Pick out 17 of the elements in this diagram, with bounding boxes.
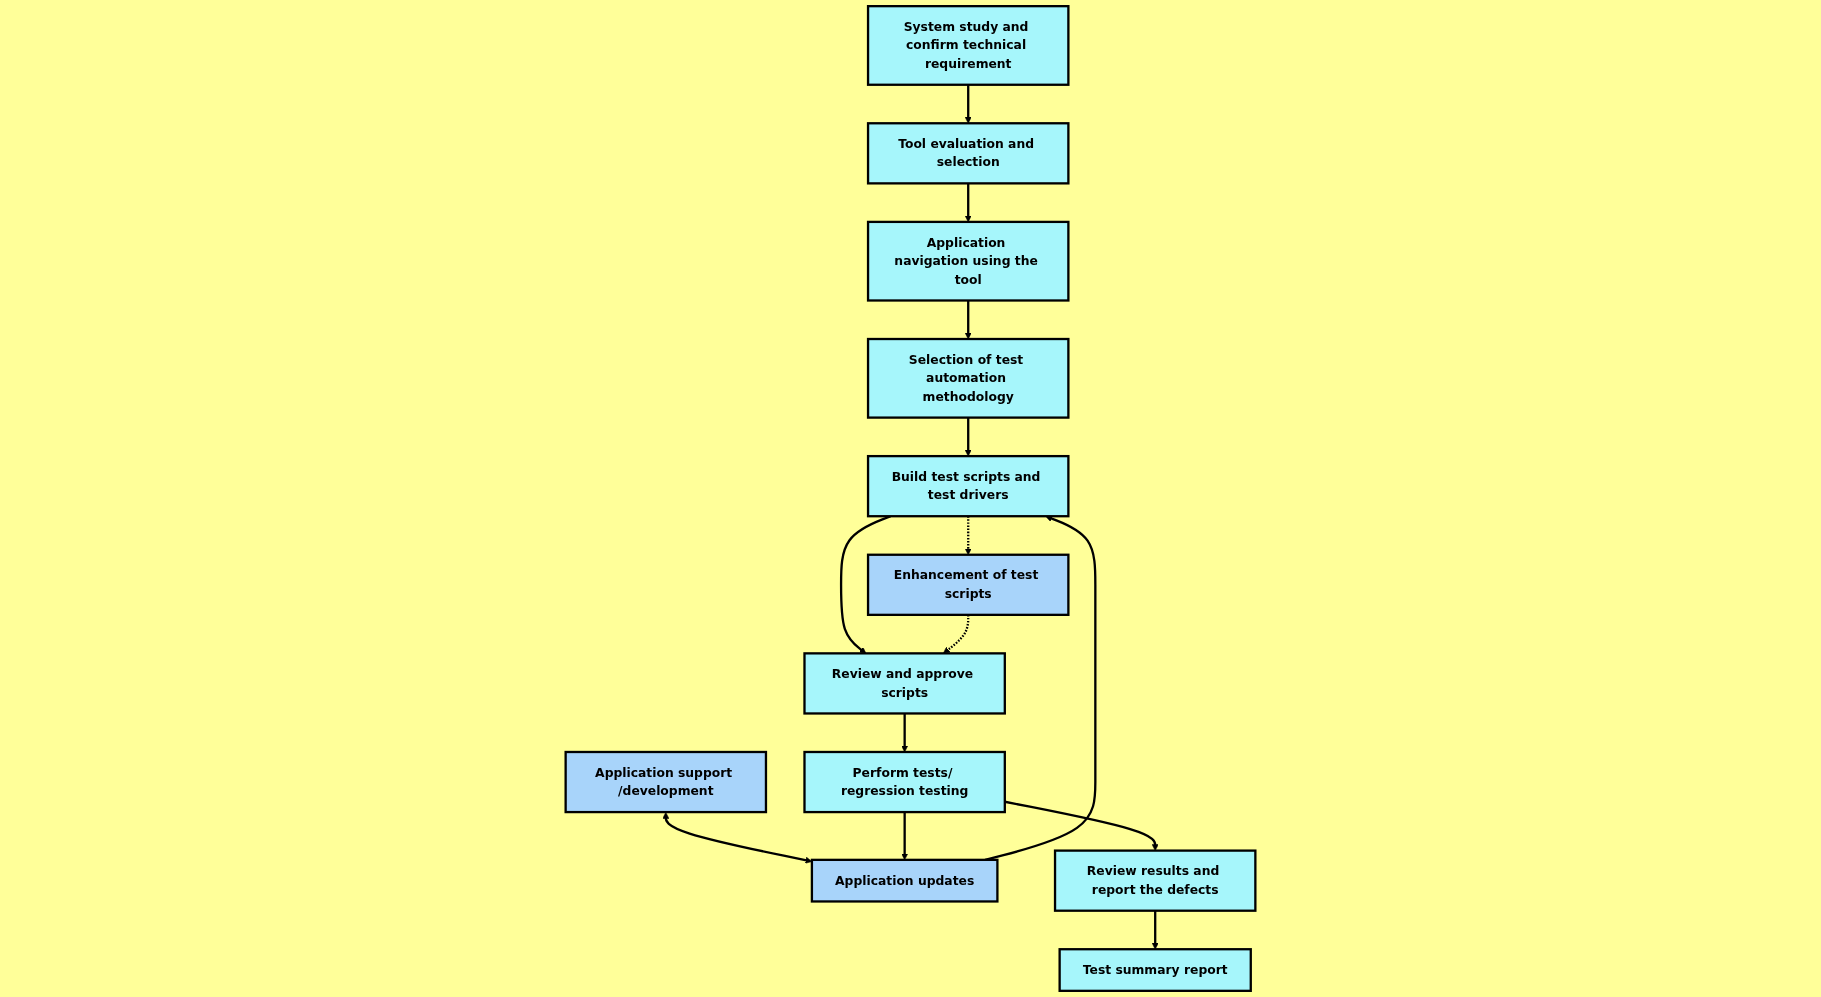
node-box: Review and approve scripts	[803, 652, 1006, 715]
arrow	[964, 84, 972, 124]
node-box: Application support /development	[564, 750, 768, 814]
arrow	[1004, 800, 1159, 851]
node-box: Test summary report	[1058, 948, 1252, 992]
node-box: Build test scripts and test drivers	[866, 454, 1070, 518]
node-box: Perform tests/ regression testing	[803, 750, 1006, 814]
node-box: Tool evaluation and selection	[866, 122, 1070, 185]
node-box: System study and confirm technical requirement	[866, 5, 1070, 86]
arrow	[964, 417, 972, 457]
node-box: Application updates	[810, 858, 999, 903]
node-box: Application navigation using the tool	[866, 220, 1070, 302]
node-box: Review results and report the defects	[1053, 849, 1257, 912]
arrow	[1151, 910, 1159, 950]
node-box: Selection of test automation methodology	[866, 337, 1070, 419]
arrow	[964, 300, 972, 340]
node-box: Enhancement of test scripts	[866, 553, 1070, 616]
